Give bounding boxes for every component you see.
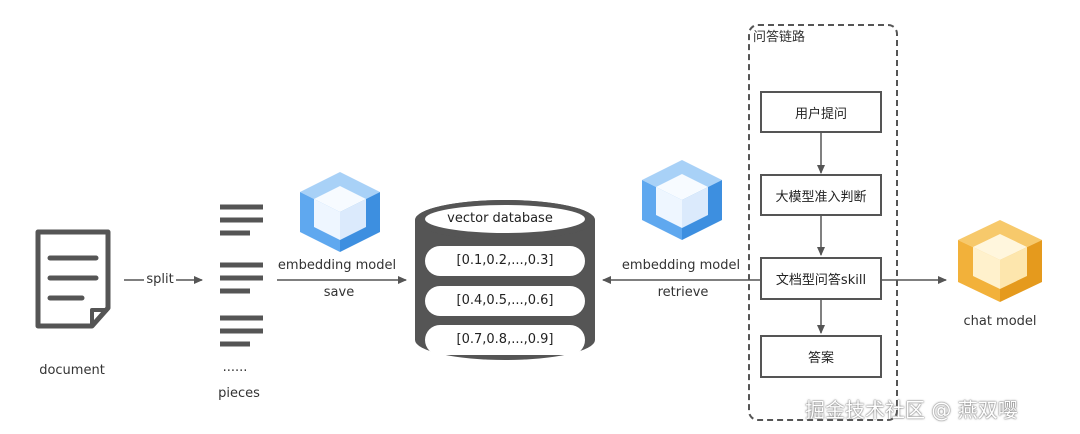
qa-chain-panel: [748, 24, 898, 421]
embedding-model-save-label: embedding model: [277, 258, 397, 273]
step-document-qa-skill: 文档型问答skill: [760, 257, 882, 300]
chat-model-label: chat model: [963, 314, 1037, 329]
pieces-icon: [220, 204, 263, 347]
vector-row-1: [0.1,0.2,...,0.3]: [456, 253, 554, 268]
watermark: 掘金技术社区 @ 燕双嘤: [805, 398, 1018, 422]
embedding-model-cube-icon: [642, 160, 722, 240]
embedding-model-retrieve-label: embedding model: [621, 258, 741, 273]
pieces-ellipsis: ......: [222, 360, 248, 375]
pieces-label: pieces: [218, 386, 260, 401]
chat-model-cube-icon: [958, 220, 1042, 302]
qa-chain-title: 问答链路: [753, 30, 806, 45]
document-label: document: [39, 363, 105, 378]
save-label: save: [323, 285, 355, 300]
step-user-question: 用户提问: [760, 91, 882, 133]
embedding-model-cube-icon: [300, 172, 380, 252]
retrieve-label: retrieve: [657, 285, 709, 300]
vector-row-2: [0.4,0.5,...,0.6]: [456, 293, 554, 308]
vector-database-icon: [415, 200, 595, 360]
vector-row-3: [0.7,0.8,...,0.9]: [456, 332, 554, 347]
step-answer: 答案: [760, 335, 882, 378]
document-icon: [35, 229, 111, 329]
split-label: split: [146, 272, 174, 287]
vector-database-title: vector database: [447, 211, 553, 226]
step-llm-admission-check: 大模型准入判断: [760, 174, 882, 216]
